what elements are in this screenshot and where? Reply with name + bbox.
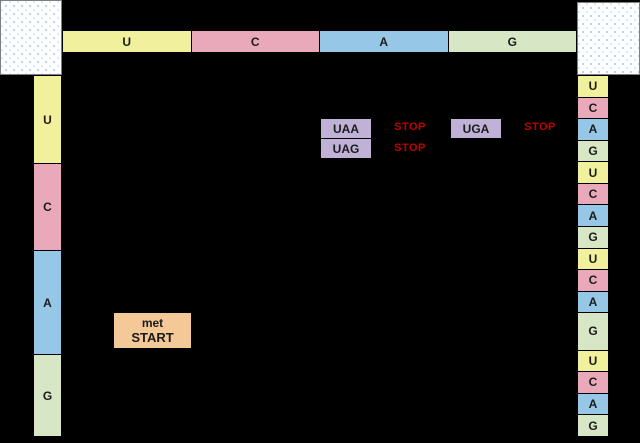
stop-label-uaa: STOP bbox=[394, 121, 426, 133]
row-label-c: C bbox=[34, 163, 61, 250]
first-base-column: U C A G bbox=[33, 75, 62, 437]
codon-uga: UGA bbox=[450, 118, 502, 139]
third-base-cell: A bbox=[578, 118, 608, 140]
third-base-cell: U bbox=[578, 349, 608, 372]
codon-uag: UAG bbox=[320, 138, 372, 159]
third-base-cell: U bbox=[578, 76, 608, 97]
stop-codon-stack: UAA UAG bbox=[320, 118, 372, 159]
start-amino-label: met bbox=[141, 315, 164, 330]
third-base-cell: A bbox=[578, 290, 608, 313]
row-label-g: G bbox=[34, 354, 61, 436]
stop-label-uag: STOP bbox=[394, 142, 426, 154]
third-base-cell: A bbox=[578, 392, 608, 415]
header-cell-u: U bbox=[63, 31, 191, 52]
codon-uaa: UAA bbox=[320, 118, 372, 139]
dotted-corner-top-left bbox=[0, 0, 62, 75]
third-base-cell: C bbox=[578, 269, 608, 291]
header-cell-a: A bbox=[319, 31, 448, 52]
third-base-cell: G bbox=[578, 139, 608, 162]
third-base-cell: G bbox=[578, 414, 608, 436]
third-base-cell: C bbox=[578, 182, 608, 205]
third-base-cell: C bbox=[578, 371, 608, 393]
start-codon-box: met START bbox=[113, 312, 192, 349]
stop-label-uga: STOP bbox=[524, 121, 556, 133]
third-base-cell: U bbox=[578, 247, 608, 270]
header-cell-g: G bbox=[447, 31, 576, 52]
third-base-cell: U bbox=[578, 161, 608, 183]
row-label-u: U bbox=[34, 76, 61, 163]
dotted-corner-top-right bbox=[577, 2, 640, 75]
third-base-cell: G bbox=[578, 312, 608, 350]
third-base-cell: G bbox=[578, 226, 608, 248]
row-label-a: A bbox=[34, 250, 61, 354]
third-base-cell: C bbox=[578, 96, 608, 119]
start-label: START bbox=[131, 329, 174, 345]
header-cell-c: C bbox=[190, 31, 319, 52]
second-base-header-row: U C A G bbox=[62, 30, 577, 53]
third-base-column: U C A G U C A G U C A G U C A G bbox=[577, 75, 609, 437]
third-base-cell: A bbox=[578, 204, 608, 227]
